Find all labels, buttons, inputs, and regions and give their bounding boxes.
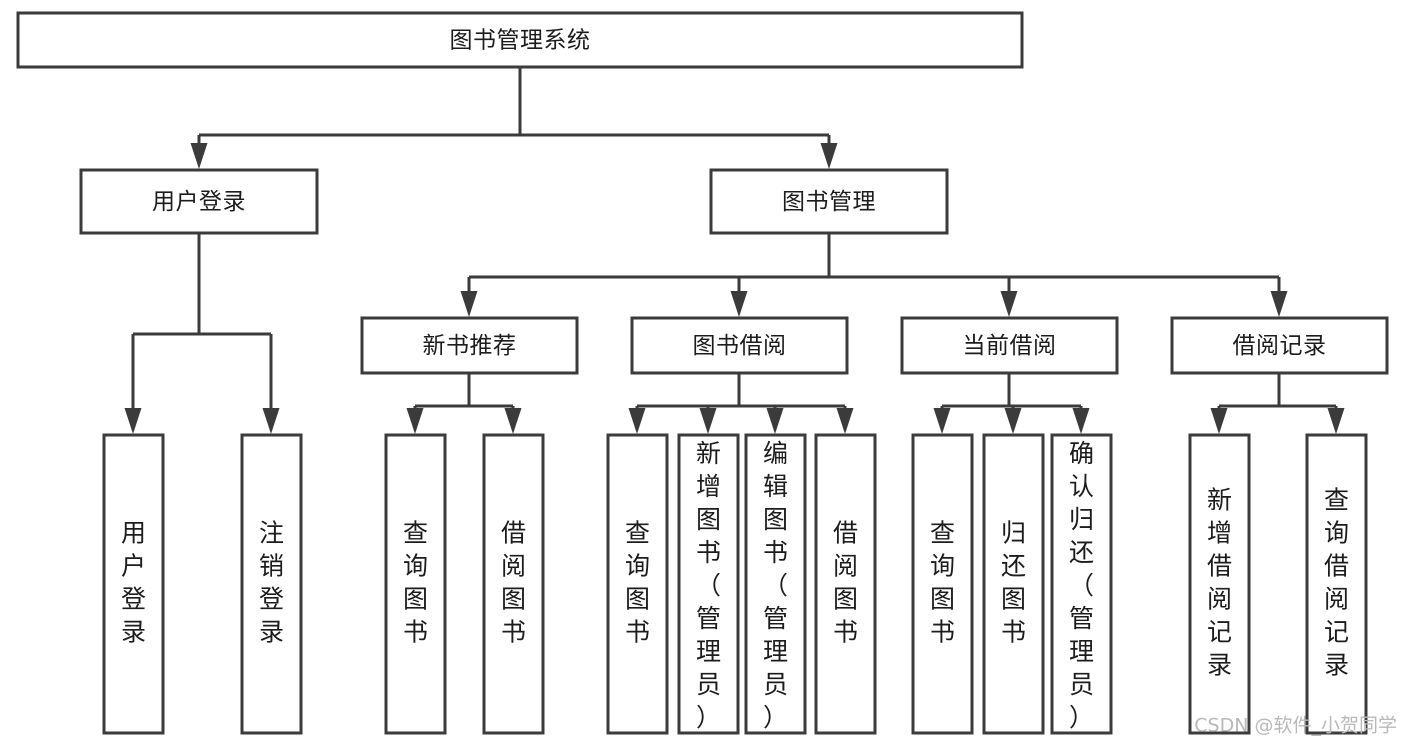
level3-node-2-box[interactable] <box>900 316 1119 375</box>
level3-node-3[interactable]: 借阅记录 <box>1170 316 1389 375</box>
leaf-node-8-label: 查询图书 <box>930 519 955 647</box>
node-layer: 图书管理系统用户登录图书管理新书推荐图书借阅当前借阅借阅记录用户登录注销登录查询… <box>16 11 1389 735</box>
level3-node-3-label: 借阅记录 <box>1233 333 1327 359</box>
leaf-node-3-label: 借阅图书 <box>501 519 526 647</box>
level2-node-1-box[interactable] <box>709 168 949 235</box>
root-node-图书管理系统-label: 图书管理系统 <box>450 28 591 54</box>
leaf-node-7[interactable]: 借阅图书 <box>814 433 877 735</box>
level3-borrow-to-leaves-bus <box>628 373 854 434</box>
level3-newbook-to-leaves-bus <box>406 373 522 434</box>
level2-node-0[interactable]: 用户登录 <box>79 168 319 235</box>
leaf-node-0-box[interactable] <box>102 433 165 735</box>
leaf-node-5-box[interactable] <box>677 433 740 735</box>
leaf-node-2[interactable]: 查询图书 <box>384 433 447 735</box>
level3-node-0[interactable]: 新书推荐 <box>360 316 579 375</box>
leaf-node-12-box[interactable] <box>1305 433 1368 735</box>
csdn-watermark: CSDN @软件_小贺同学 <box>1194 715 1397 737</box>
leaf-node-3[interactable]: 借阅图书 <box>482 433 545 735</box>
leaf-node-1-label: 注销登录 <box>259 519 284 647</box>
leaf-node-0[interactable]: 用户登录 <box>102 433 165 735</box>
leaf-node-4[interactable]: 查询图书 <box>606 433 669 735</box>
root-to-level2-bus <box>190 67 838 169</box>
leaf-node-1[interactable]: 注销登录 <box>240 433 303 735</box>
level2-node-1[interactable]: 图书管理 <box>709 168 949 235</box>
level3-node-1-label: 图书借阅 <box>693 333 787 359</box>
leaf-node-4-label: 查询图书 <box>625 519 650 647</box>
level2-booksmgmt-to-level3-bus <box>460 233 1288 317</box>
level3-node-2[interactable]: 当前借阅 <box>900 316 1119 375</box>
leaf-node-5[interactable]: 新增图书（管理员） <box>677 433 740 735</box>
level3-node-2-label: 当前借阅 <box>963 333 1057 359</box>
leaf-node-11-box[interactable] <box>1188 433 1251 735</box>
leaf-node-4-box[interactable] <box>606 433 669 735</box>
leaf-node-1-box[interactable] <box>240 433 303 735</box>
leaf-node-6-label: 编辑图书（管理员） <box>763 439 788 732</box>
leaf-node-8[interactable]: 查询图书 <box>911 433 974 735</box>
root-node-图书管理系统-box[interactable] <box>16 11 1024 69</box>
level3-node-1[interactable]: 图书借阅 <box>630 316 849 375</box>
leaf-node-9[interactable]: 归还图书 <box>982 433 1045 735</box>
leaf-node-2-label: 查询图书 <box>403 519 428 647</box>
leaf-node-6-box[interactable] <box>744 433 807 735</box>
level2-node-0-label: 用户登录 <box>152 189 246 215</box>
watermark-layer: CSDN @软件_小贺同学 <box>1194 715 1397 737</box>
leaf-node-7-box[interactable] <box>814 433 877 735</box>
leaf-node-7-label: 借阅图书 <box>833 519 858 647</box>
leaf-node-12[interactable]: 查询借阅记录 <box>1305 433 1368 735</box>
level3-node-3-box[interactable] <box>1170 316 1389 375</box>
level2-userlogin-to-leaves-bus <box>124 233 280 434</box>
level3-node-1-box[interactable] <box>630 316 849 375</box>
level3-node-0-label: 新书推荐 <box>423 333 517 359</box>
leaf-node-8-box[interactable] <box>911 433 974 735</box>
level3-record-to-leaves-bus <box>1210 373 1345 434</box>
root-node-图书管理系统[interactable]: 图书管理系统 <box>16 11 1024 69</box>
leaf-node-9-box[interactable] <box>982 433 1045 735</box>
level2-node-0-box[interactable] <box>79 168 319 235</box>
level2-node-1-label: 图书管理 <box>782 189 876 215</box>
leaf-node-11[interactable]: 新增借阅记录 <box>1188 433 1251 735</box>
level3-node-0-box[interactable] <box>360 316 579 375</box>
leaf-node-5-label: 新增图书（管理员） <box>696 439 721 732</box>
leaf-node-2-box[interactable] <box>384 433 447 735</box>
leaf-node-6[interactable]: 编辑图书（管理员） <box>744 433 807 735</box>
level3-current-to-leaves-bus <box>933 373 1090 434</box>
leaf-node-0-label: 用户登录 <box>121 519 146 647</box>
leaf-node-10-label: 确认归还（管理员） <box>1069 439 1094 732</box>
leaf-node-10-box[interactable] <box>1050 433 1113 735</box>
leaf-node-11-label: 新增借阅记录 <box>1207 486 1232 680</box>
leaf-node-12-label: 查询借阅记录 <box>1324 486 1349 680</box>
connector-layer <box>124 67 1345 434</box>
leaf-node-3-box[interactable] <box>482 433 545 735</box>
leaf-node-10[interactable]: 确认归还（管理员） <box>1050 433 1113 735</box>
leaf-node-9-label: 归还图书 <box>1001 519 1026 647</box>
